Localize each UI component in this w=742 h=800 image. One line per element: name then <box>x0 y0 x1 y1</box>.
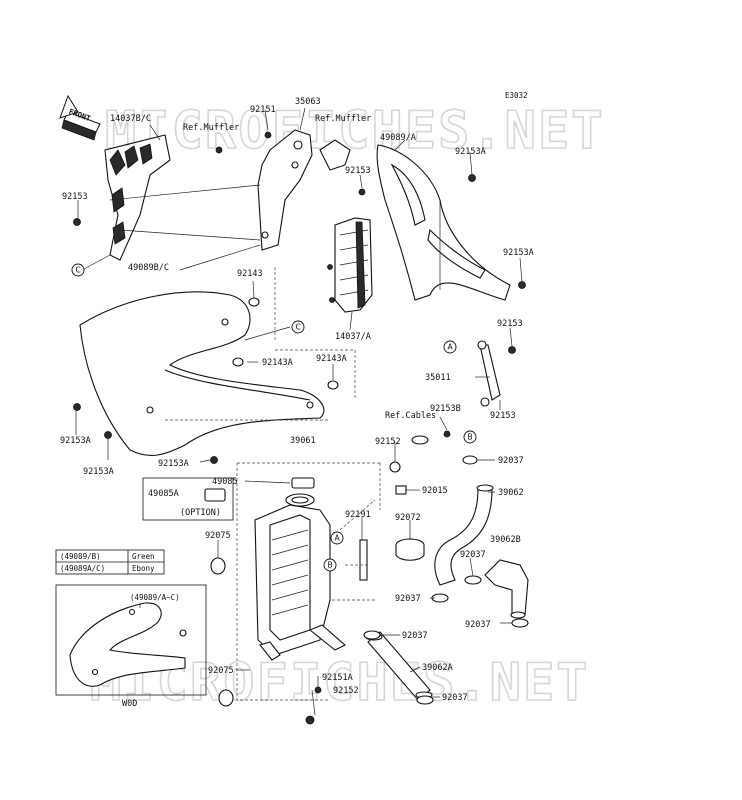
label-92153a-l2: 92153A <box>83 467 114 477</box>
shroud-49089bc <box>79 291 325 456</box>
label-92153a-l1: 92153A <box>60 436 91 446</box>
svg-text:B: B <box>328 561 333 570</box>
label-14037a: 14037/A <box>335 332 371 342</box>
label-92037-5: 92037 <box>402 631 428 641</box>
callout-c-mid: C <box>291 320 305 334</box>
svg-text:B: B <box>468 433 473 442</box>
front-arrow-icon: FRONT <box>59 94 101 141</box>
label-49085: 49085 <box>212 477 238 487</box>
label-92153a-top: 92153A <box>455 147 486 157</box>
callout-a-mid: A <box>330 531 344 545</box>
fasteners <box>73 131 529 725</box>
svg-text:C: C <box>296 323 301 332</box>
color-name-0: Green <box>132 552 155 561</box>
inset-panel: (49089/A~C) <box>55 584 207 696</box>
label-92152-bottom: 92152 <box>333 686 359 696</box>
svg-text:A: A <box>335 534 341 543</box>
inset-label: (49089/A~C) <box>130 593 180 602</box>
callout-b-top: B <box>463 430 477 444</box>
label-92153-right: 92153 <box>497 319 523 329</box>
color-table: (49089/B) Green (49089A/C) Ebony <box>55 549 165 575</box>
label-39062a: 39062A <box>422 663 453 673</box>
label-35011: 35011 <box>425 373 451 383</box>
color-code-1: (49089A/C) <box>60 564 105 573</box>
watermark-top: MICROFICHES.NET <box>105 101 605 161</box>
shroud-14037a <box>334 217 373 313</box>
option-box <box>142 477 234 521</box>
label-ref-cables: Ref.Cables <box>385 411 436 421</box>
svg-text:C: C <box>76 266 81 275</box>
color-code-0: (49089/B) <box>60 552 101 561</box>
label-49089bc: 49089B/C <box>128 263 169 273</box>
label-14037bc: 14037B/C <box>110 114 151 124</box>
label-92153-left: 92153 <box>62 192 88 202</box>
label-39062: 39062 <box>498 488 524 498</box>
guide-lines <box>165 267 381 701</box>
hose-39062b <box>484 559 529 619</box>
label-92037-4: 92037 <box>465 620 491 630</box>
leader-lines <box>75 107 523 716</box>
label-92151a: 92151A <box>322 673 353 683</box>
bracket-35063 <box>257 129 351 251</box>
label-92037-6: 92037 <box>442 693 468 703</box>
label-92153-mid: 92153 <box>345 166 371 176</box>
label-92151-top: 92151 <box>250 105 276 115</box>
label-92075-2: 92075 <box>208 666 234 676</box>
callout-a-top: A <box>443 340 457 354</box>
callout-b-mid: B <box>323 558 337 572</box>
radiator-39061 <box>254 493 346 661</box>
label-w0d: W0D <box>122 699 137 709</box>
label-92143a-2: 92143A <box>316 354 347 364</box>
shroud-49089a <box>376 144 511 301</box>
label-92037-3: 92037 <box>395 594 421 604</box>
label-option: (OPTION) <box>180 508 221 518</box>
label-92037-2: 92037 <box>460 550 486 560</box>
label-92191: 92191 <box>345 510 371 520</box>
label-39061: 39061 <box>290 436 316 446</box>
label-92075-1: 92075 <box>205 531 231 541</box>
label-92037-1: 92037 <box>498 456 524 466</box>
label-92153-r2: 92153 <box>490 411 516 421</box>
rod-35011 <box>477 340 501 407</box>
label-ref-muffler-right: Ref.Muffler <box>315 114 371 124</box>
label-92143: 92143 <box>237 269 263 279</box>
diagram-code: E3032 <box>505 91 528 100</box>
callout-c-top: C <box>71 263 85 277</box>
label-92015: 92015 <box>422 486 448 496</box>
label-92143a-1: 92143A <box>262 358 293 368</box>
label-92153a-right: 92153A <box>503 248 534 258</box>
hose-39062 <box>434 484 494 586</box>
label-92153a-bottom: 92153A <box>158 459 189 469</box>
label-49085a: 49085A <box>148 489 179 499</box>
label-35063: 35063 <box>295 97 321 107</box>
clamp-92072 <box>395 538 425 561</box>
label-ref-muffler-left: Ref.Muffler <box>183 123 239 133</box>
label-92072: 92072 <box>395 513 421 523</box>
label-92152-top: 92152 <box>375 437 401 447</box>
color-name-1: Ebony <box>132 564 155 573</box>
label-92153b: 92153B <box>430 404 461 414</box>
label-39062b: 39062B <box>490 535 521 545</box>
label-49089a: 49089/A <box>380 133 416 143</box>
svg-text:A: A <box>448 343 454 352</box>
